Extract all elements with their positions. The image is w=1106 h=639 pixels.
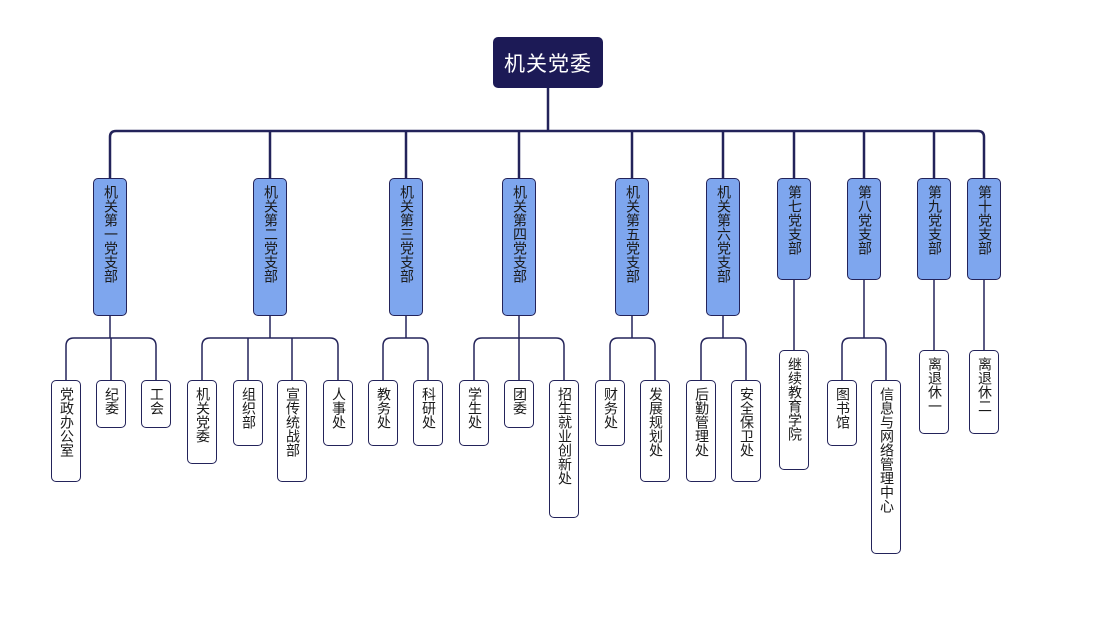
branch-node-label: 机关第四党支部 <box>511 185 527 283</box>
root-node: 机关党委 <box>493 37 603 88</box>
branch-node: 机关第三党支部 <box>389 178 423 316</box>
leaf-node-label: 纪委 <box>103 387 119 415</box>
leaf-node: 信息与网络管理中心 <box>871 380 901 554</box>
branch-node-label: 第九党支部 <box>926 185 942 255</box>
leaf-node-label: 团委 <box>511 387 527 415</box>
leaf-node-label: 财务处 <box>602 387 618 429</box>
branch-node: 机关第六党支部 <box>706 178 740 316</box>
leaf-node: 发展规划处 <box>640 380 670 482</box>
leaf-node: 离退休一 <box>919 350 949 434</box>
branch-node-label: 第十党支部 <box>976 185 992 255</box>
connector-line <box>700 337 747 380</box>
leaf-node-label: 科研处 <box>420 387 436 429</box>
branch-node-label: 第八党支部 <box>856 185 872 255</box>
connector-line <box>841 337 887 380</box>
leaf-node: 团委 <box>504 380 534 428</box>
leaf-node: 组织部 <box>233 380 263 446</box>
leaf-node-label: 安全保卫处 <box>738 387 754 457</box>
leaf-node: 机关党委 <box>187 380 217 464</box>
branch-node-label: 机关第二党支部 <box>262 185 278 283</box>
branch-node: 机关第四党支部 <box>502 178 536 316</box>
leaf-node-label: 发展规划处 <box>647 387 663 457</box>
branch-node: 机关第一党支部 <box>93 178 127 316</box>
branch-node: 机关第二党支部 <box>253 178 287 316</box>
leaf-node: 工会 <box>141 380 171 428</box>
connector-line <box>609 337 656 380</box>
leaf-node-label: 工会 <box>148 387 164 415</box>
leaf-node: 后勤管理处 <box>686 380 716 482</box>
leaf-node: 安全保卫处 <box>731 380 761 482</box>
leaf-node: 科研处 <box>413 380 443 446</box>
branch-node: 机关第五党支部 <box>615 178 649 316</box>
leaf-node: 人事处 <box>323 380 353 446</box>
branch-node: 第八党支部 <box>847 178 881 280</box>
leaf-node-label: 党政办公室 <box>58 387 74 457</box>
connector-line <box>382 337 429 380</box>
leaf-node-label: 后勤管理处 <box>693 387 709 457</box>
leaf-node-label: 学生处 <box>466 387 482 429</box>
leaf-node-label: 教务处 <box>375 387 391 429</box>
branch-node-label: 机关第一党支部 <box>102 185 118 283</box>
leaf-node-label: 离退休二 <box>976 357 992 413</box>
leaf-node-label: 图书馆 <box>834 387 850 429</box>
branch-node-label: 第七党支部 <box>786 185 802 255</box>
leaf-node-label: 招生就业创新处 <box>556 387 572 485</box>
leaf-node: 离退休二 <box>969 350 999 434</box>
leaf-node: 图书馆 <box>827 380 857 446</box>
branch-node: 第十党支部 <box>967 178 1001 280</box>
leaf-node-label: 离退休一 <box>926 357 942 413</box>
leaf-node-label: 组织部 <box>240 387 256 429</box>
leaf-node: 招生就业创新处 <box>549 380 579 518</box>
leaf-node: 继续教育学院 <box>779 350 809 470</box>
leaf-node-label: 机关党委 <box>194 387 210 443</box>
connector-line <box>201 337 339 380</box>
leaf-node: 宣传统战部 <box>277 380 307 482</box>
leaf-node: 党政办公室 <box>51 380 81 482</box>
leaf-node: 教务处 <box>368 380 398 446</box>
branch-node: 第九党支部 <box>917 178 951 280</box>
branch-node-label: 机关第三党支部 <box>398 185 414 283</box>
leaf-node: 纪委 <box>96 380 126 428</box>
branch-node-label: 机关第六党支部 <box>715 185 731 283</box>
leaf-node-label: 人事处 <box>330 387 346 429</box>
leaf-node-label: 宣传统战部 <box>284 387 300 457</box>
branch-node-label: 机关第五党支部 <box>624 185 640 283</box>
root-node-label: 机关党委 <box>504 51 592 76</box>
branch-node: 第七党支部 <box>777 178 811 280</box>
connector-line <box>108 129 986 178</box>
leaf-node-label: 继续教育学院 <box>786 357 802 441</box>
leaf-node-label: 信息与网络管理中心 <box>878 387 894 513</box>
leaf-node: 财务处 <box>595 380 625 446</box>
leaf-node: 学生处 <box>459 380 489 446</box>
